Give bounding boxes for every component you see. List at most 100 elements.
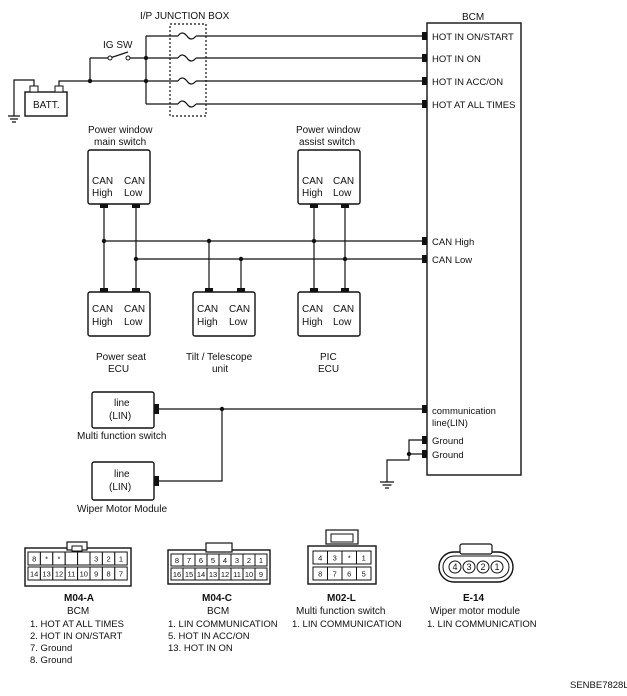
bcm-pin: [422, 100, 427, 108]
connector-note: 1. LIN COMMUNICATION: [427, 619, 537, 630]
module-title: unit: [212, 364, 228, 375]
connector-pin-cell: [490, 560, 504, 574]
bcm-pin: [422, 450, 427, 458]
connector-pin-cell: [356, 566, 372, 581]
module-title: Tilt / Telescope: [186, 352, 253, 363]
connector-pin-number: 7: [119, 570, 123, 579]
connector-pin-number: 5: [362, 570, 366, 579]
bcm-terminal-hot-in-acc-on: HOT IN ACC/ON: [432, 77, 503, 88]
connector-note: 2. HOT IN ON/START: [30, 631, 123, 642]
can-low-label: Low: [229, 317, 248, 328]
connector-pin-number: 8: [32, 555, 36, 564]
connector-pin-number: 1: [119, 555, 123, 564]
connector-pin-number: 8: [107, 570, 111, 579]
can-label: CAN: [229, 304, 250, 315]
can-label: CAN: [124, 304, 145, 315]
connector-pin-number: 3: [466, 562, 471, 572]
connector-pin-number: *: [45, 555, 48, 564]
connector-pin-number: 6: [199, 556, 203, 565]
bcm-pin: [422, 405, 427, 413]
can-label: CAN: [124, 176, 145, 187]
can-label: CAN: [92, 304, 113, 315]
connector-note: 1. LIN COMMUNICATION: [292, 619, 402, 630]
fuse-row-1: [146, 32, 422, 40]
connector-pin-number: 12: [55, 570, 63, 579]
ig-sw-label: IG SW: [103, 40, 133, 51]
connector-code: M02-L: [327, 593, 356, 604]
connector-pin-cell: [114, 551, 128, 566]
battery-label: BATT.: [33, 100, 59, 111]
bcm-terminal-ground: Ground: [432, 436, 464, 447]
can-label: CAN: [92, 176, 113, 187]
bcm-terminal-line-lin: line(LIN): [432, 418, 468, 429]
connector-pin-number: 3: [333, 554, 337, 563]
module-title: Power window: [296, 125, 361, 136]
junction-box: [169, 23, 207, 117]
connector-note: 8. Ground: [30, 655, 72, 666]
lin-bus: [159, 408, 422, 482]
connector-pin-number: 7: [187, 556, 191, 565]
connector-pin-cell: [476, 560, 490, 574]
can-low-label: Low: [333, 317, 352, 328]
connector-pin-number: 10: [80, 570, 88, 579]
connector-pin-number: 12: [221, 570, 229, 579]
connector-note: 7. Ground: [30, 643, 72, 654]
connector-pin-number: 9: [259, 570, 263, 579]
connector-pin-number: 13: [209, 570, 217, 579]
can-high-label: High: [302, 188, 323, 199]
connector-note: 13. HOT IN ON: [168, 643, 233, 654]
bcm-pin: [422, 237, 427, 245]
connector-code: M04-A: [64, 593, 94, 604]
can-label: CAN: [302, 304, 323, 315]
can-high-label: High: [92, 317, 113, 328]
bcm-terminal-can-low: CAN Low: [432, 255, 472, 266]
connector-pin-number: 13: [42, 570, 50, 579]
connector-pin-number: 14: [30, 570, 38, 579]
can-label: CAN: [333, 176, 354, 187]
connector-pin-number: 8: [318, 570, 322, 579]
module-box: [87, 291, 151, 337]
connector-pin-number: 11: [68, 570, 76, 579]
connector-pin-number: 11: [233, 570, 241, 579]
bcm-box: [426, 22, 522, 476]
connector-pin-number: 7: [333, 570, 337, 579]
module-title: Wiper Motor Module: [77, 504, 167, 515]
connector-note: 5. HOT IN ACC/ON: [168, 631, 250, 642]
connector-name: BCM: [67, 606, 89, 617]
module-title: ECU: [318, 364, 339, 375]
module-title: PIC: [320, 352, 337, 363]
module-box: [297, 291, 361, 337]
connector-pin-number: 4: [452, 562, 457, 572]
connector-pin-cell: [77, 551, 91, 566]
can-high-label: High: [197, 317, 218, 328]
lin-label: line: [114, 469, 130, 480]
module-box: [87, 149, 151, 205]
connector-note: 1. LIN COMMUNICATION: [168, 619, 278, 630]
connector-pin-number: *: [58, 555, 61, 564]
bcm-label: BCM: [462, 12, 484, 23]
connector-name: Wiper motor module: [430, 606, 520, 617]
bcm-terminal-hot-in-on: HOT IN ON: [432, 54, 481, 65]
bcm-terminal-hot-in-on-start: HOT IN ON/START: [432, 32, 514, 43]
figure-code: SENBE7828L: [570, 680, 627, 691]
can-low-label: Low: [124, 188, 143, 199]
connector-pin-number: 6: [347, 570, 351, 579]
can-high-label: High: [92, 188, 113, 199]
connector-pin-number: 4: [223, 556, 227, 565]
connector-name: Multi function switch: [296, 606, 385, 617]
module-box: [192, 291, 256, 337]
connector-note: 1. HOT AT ALL TIMES: [30, 619, 124, 630]
bcm-terminal-communication: communication: [432, 406, 496, 417]
bcm-terminal-hot-at-all-times: HOT AT ALL TIMES: [432, 100, 515, 111]
connector-pin-number: 10: [245, 570, 253, 579]
battery-feed-wire: [66, 58, 146, 82]
module-title: Power seat: [96, 352, 146, 363]
lin-label: (LIN): [109, 482, 131, 493]
fuse-row-2: [146, 54, 422, 62]
power-window-main-switch: Power window main switch CAN High CAN Lo…: [87, 125, 153, 262]
bcm-pin: [422, 436, 427, 444]
junction-box-label: I/P JUNCTION BOX: [140, 11, 230, 22]
can-high-label: High: [302, 317, 323, 328]
